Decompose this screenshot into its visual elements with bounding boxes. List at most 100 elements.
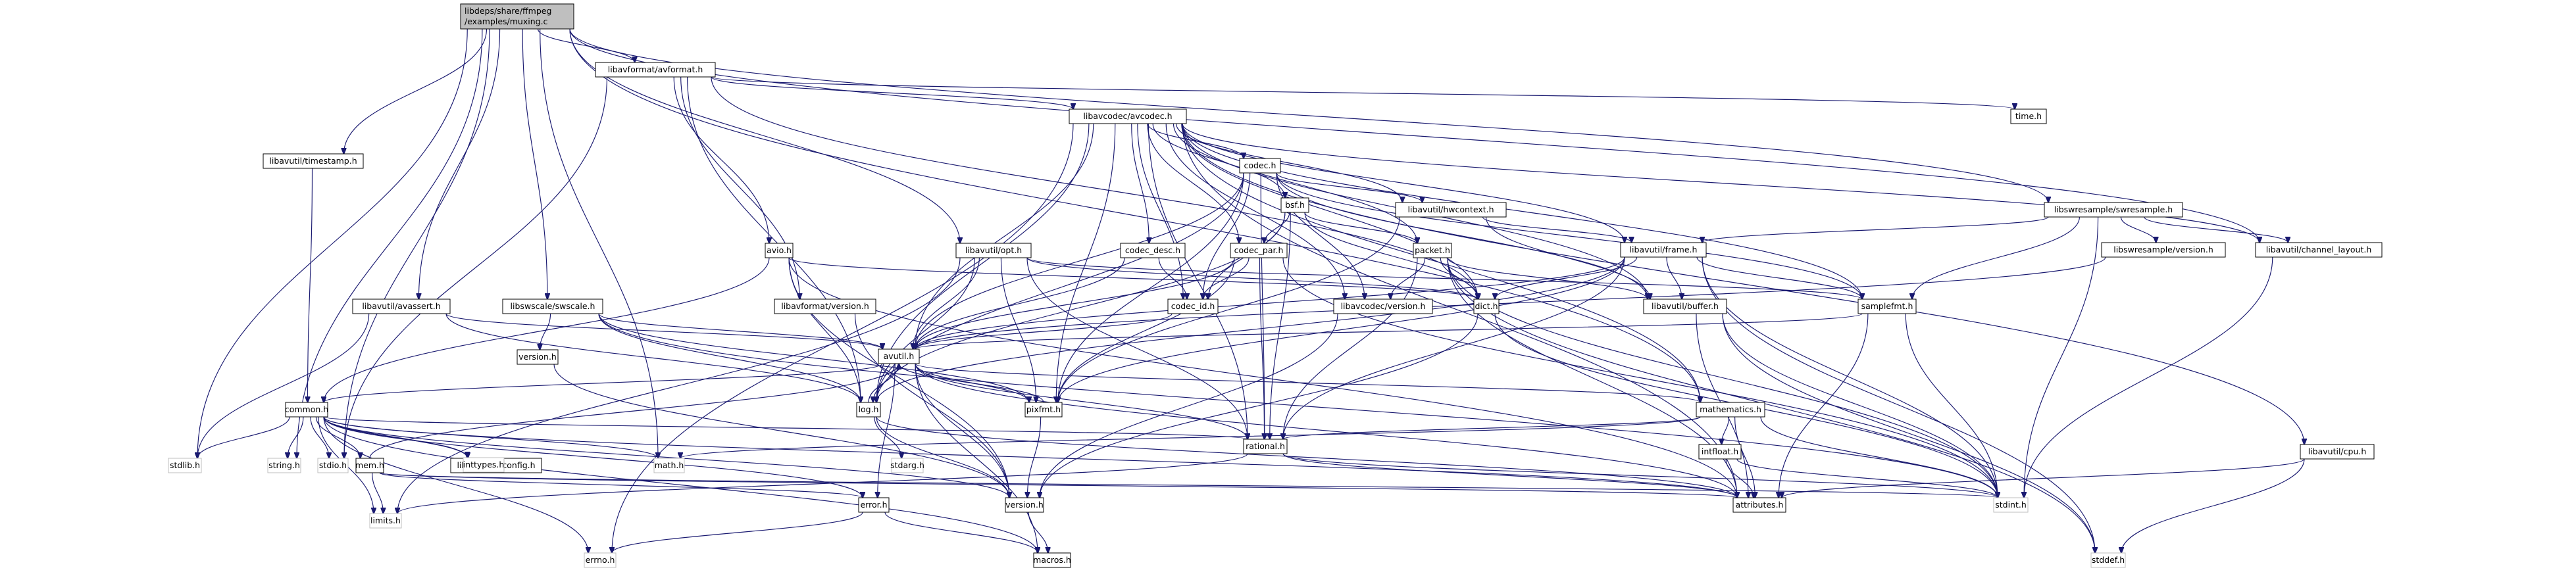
node-codecpar[interactable]: codec_par.h — [1230, 243, 1288, 258]
edge-chlayout-to-stdint — [2024, 256, 2273, 498]
edge-muxing-to-stdio — [344, 28, 490, 458]
node-stdio: stdio.h — [317, 458, 349, 473]
node-cpu[interactable]: libavutil/cpu.h — [2300, 444, 2375, 460]
node-codecid[interactable]: codec_id.h — [1167, 299, 1219, 314]
node-bsf[interactable]: bsf.h — [1280, 197, 1309, 213]
node-intfloat[interactable]: intfloat.h — [1698, 444, 1742, 460]
node-swsversion[interactable]: version.h — [517, 349, 559, 365]
node-chlayout[interactable]: libavutil/channel_layout.h — [2255, 242, 2383, 258]
edge-opt-to-pixfmt — [1000, 257, 1036, 402]
node-frame[interactable]: libavutil/frame.h — [1620, 242, 1707, 258]
node-packet[interactable]: packet.h — [1413, 243, 1452, 258]
node-version[interactable]: version.h — [1005, 497, 1044, 513]
edge-avcodec-to-avutil — [915, 123, 1094, 349]
edge-swrversion-to-avutil — [915, 256, 2106, 349]
node-timestamp[interactable]: libavutil/timestamp.h — [263, 153, 364, 169]
edge-swscale-to-stdint — [598, 313, 1998, 498]
node-label: libavcodec/version.h — [1341, 301, 1426, 311]
node-common[interactable]: common.h — [285, 402, 328, 418]
node-box — [1395, 202, 1507, 218]
edge-avassert-to-avutil — [445, 313, 882, 349]
edge-swresample-to-frame — [1702, 216, 2049, 243]
node-error[interactable]: error.h — [858, 497, 890, 513]
node-swscale[interactable]: libswscale/swscale.h — [502, 299, 603, 314]
node-macros[interactable]: macros.h — [1033, 552, 1071, 568]
node-box — [1698, 444, 1742, 460]
node-dict[interactable]: dict.h — [1473, 299, 1500, 314]
edge-mathematics-to-attributes — [1734, 416, 1755, 498]
node-avio[interactable]: avio.h — [765, 243, 794, 258]
node-label: stdlib.h — [170, 460, 200, 470]
node-box — [1069, 108, 1187, 124]
node-pixfmt[interactable]: pixfmt.h — [1024, 402, 1063, 418]
edge-swsversion-to-version — [553, 364, 1009, 498]
edge-avutil-to-attributes — [915, 363, 1737, 498]
node-avassert[interactable]: libavutil/avassert.h — [352, 299, 451, 314]
edge-avcodec-to-codech — [1147, 123, 1244, 158]
node-rational[interactable]: rational.h — [1243, 439, 1288, 454]
edge-intfloat-to-stdint — [1736, 458, 1998, 498]
node-muxing[interactable]: libdeps/share/ffmpeg/examples/muxing.c — [460, 3, 574, 30]
node-label: libavutil/cpu.h — [2308, 446, 2367, 456]
node-box — [2255, 242, 2383, 258]
edge-swscale-to-swsversion — [540, 313, 551, 350]
node-samplefmt[interactable]: samplefmt.h — [1857, 299, 1917, 314]
node-box — [1857, 299, 1917, 314]
edge-avcodec-to-samplefmt — [1182, 123, 1862, 299]
edge-common-to-error — [323, 416, 863, 498]
node-mem[interactable]: mem.h — [355, 458, 384, 473]
node-lavcversion[interactable]: libavcodec/version.h — [1333, 299, 1433, 314]
node-lavfversion[interactable]: libavformat/version.h — [774, 299, 876, 314]
node-mathematics[interactable]: mathematics.h — [1696, 402, 1765, 418]
edge-avutil-to-error — [878, 363, 896, 498]
node-label: limits.h — [370, 515, 401, 525]
node-box — [352, 299, 451, 314]
edge-codecpar-to-codecid — [1203, 257, 1250, 299]
node-timeh[interactable]: time.h — [2010, 108, 2047, 124]
node-label: libavutil/channel_layout.h — [2266, 245, 2372, 254]
edge-avcodec-to-cpu — [1182, 123, 2304, 444]
node-avutil[interactable]: avutil.h — [878, 348, 920, 364]
edge-avassert-to-stdlib — [197, 313, 370, 458]
edge-swresample-to-chlayout — [2144, 216, 2288, 243]
edge-avcodec-to-attributes — [1182, 123, 1737, 498]
node-box — [1696, 402, 1765, 418]
node-label: libswresample/swresample.h — [2054, 204, 2173, 214]
node-label: string.h — [268, 460, 300, 470]
node-box — [1120, 243, 1186, 258]
node-attributes[interactable]: attributes.h — [1732, 497, 1786, 513]
node-box — [1239, 158, 1281, 174]
edge-avcodec-to-frame — [1182, 123, 1625, 243]
node-avformat[interactable]: libavformat/avformat.h — [595, 62, 716, 78]
node-box — [2300, 444, 2375, 460]
edge-avcodec-to-codecpar — [1147, 123, 1239, 243]
edge-avformat-to-avio — [673, 76, 769, 243]
node-swrversion[interactable]: libswresample/version.h — [2101, 242, 2226, 258]
node-label: version.h — [1005, 500, 1044, 510]
edge-pixfmt-to-version — [1027, 416, 1042, 498]
node-limits: limits.h — [369, 513, 402, 529]
edge-codecdesc-to-avutil — [915, 257, 1125, 349]
edge-intfloat-to-attributes — [1725, 458, 1754, 498]
edge-avformat-to-dict — [711, 76, 1478, 299]
edge-muxing-to-avformat — [537, 28, 635, 62]
node-buffer[interactable]: libavutil/buffer.h — [1643, 299, 1727, 314]
node-label: libswscale/swscale.h — [511, 301, 595, 311]
edge-lavfversion-to-version — [854, 313, 1009, 498]
edge-swscale-to-pixfmt — [598, 313, 1029, 402]
node-opt[interactable]: libavutil/opt.h — [955, 243, 1032, 258]
node-label: libavformat/avformat.h — [608, 64, 703, 74]
node-codecdesc[interactable]: codec_desc.h — [1120, 243, 1186, 258]
node-avcodec[interactable]: libavcodec/avcodec.h — [1069, 108, 1187, 124]
edge-rational-to-limits — [397, 453, 1248, 514]
edge-bsf-to-packet — [1304, 212, 1417, 243]
edge-codech-to-samplefmt — [1276, 172, 1862, 299]
node-hwcontext[interactable]: libavutil/hwcontext.h — [1395, 202, 1507, 218]
edge-common-to-stdlib — [197, 416, 290, 458]
node-log[interactable]: log.h — [856, 402, 881, 418]
edge-muxing-to-mathematics — [569, 28, 1700, 402]
node-swresample[interactable]: libswresample/swresample.h — [2044, 202, 2183, 218]
edge-frame-to-log — [876, 256, 1625, 402]
node-codech[interactable]: codec.h — [1239, 158, 1281, 174]
node-label: stdint.h — [1995, 500, 2027, 510]
